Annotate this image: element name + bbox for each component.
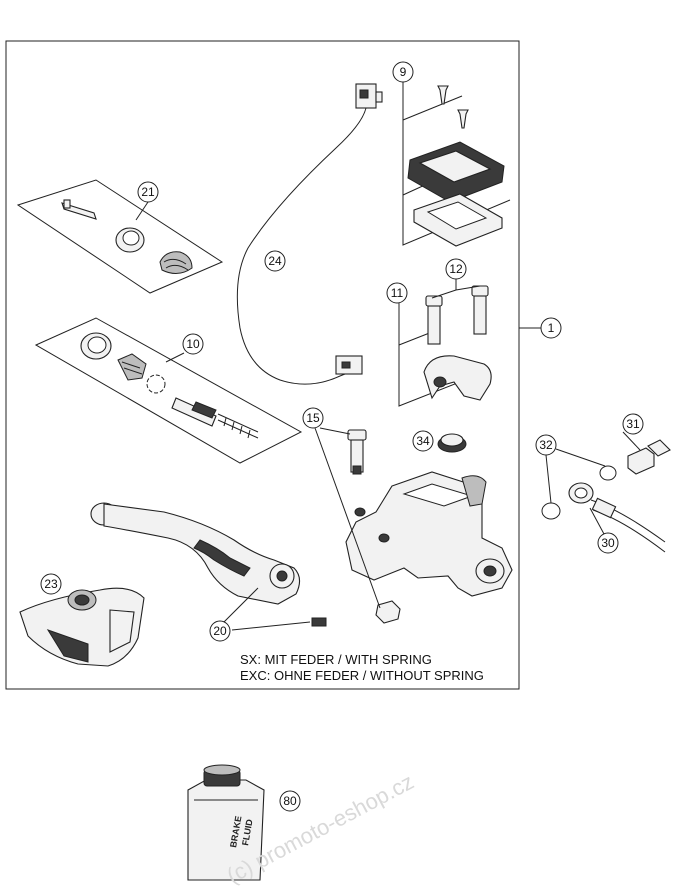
- callout-23-label: 23: [44, 577, 58, 591]
- callout-34: 34: [412, 430, 434, 452]
- nut: [375, 600, 401, 624]
- callout-24-label: 24: [268, 254, 282, 268]
- callout-32-label: 32: [539, 438, 553, 452]
- callout-80-label: 80: [283, 794, 297, 808]
- callout-24: 24: [264, 250, 286, 272]
- note-sx: SX: MIT FEDER / WITH SPRING: [240, 652, 432, 667]
- callout-30: 30: [597, 532, 619, 554]
- brake-fluid-bottle-80: [187, 764, 265, 881]
- bottle-label-line2: FLUID: [240, 818, 255, 846]
- callout-15-label: 15: [306, 411, 320, 425]
- pin-15: [347, 429, 367, 475]
- callout-23: 23: [40, 573, 62, 595]
- callout-21: 21: [137, 181, 159, 203]
- group-11-12-clamp: [398, 285, 492, 407]
- callout-1-label: 1: [548, 321, 555, 335]
- brake-light-switch-24: [236, 83, 383, 385]
- hose-and-fittings: [541, 439, 671, 553]
- callout-30-label: 30: [601, 536, 615, 550]
- callout-10-label: 10: [186, 337, 200, 351]
- callout-15: 15: [302, 407, 324, 429]
- callout-10: 10: [182, 333, 204, 355]
- group-21-kit: [16, 179, 224, 294]
- cap-34: [437, 433, 467, 453]
- note-exc: EXC: OHNE FEDER / WITHOUT SPRING: [240, 668, 484, 683]
- hand-guard-23: [19, 587, 145, 667]
- callout-11-label: 11: [391, 286, 404, 300]
- brake-lever-20: [90, 502, 327, 627]
- callout-20-label: 20: [213, 624, 227, 638]
- callout-9: 9: [392, 61, 414, 83]
- group-10-kit: [34, 317, 303, 464]
- group-9-cover-kit: [402, 85, 511, 247]
- callout-80: 80: [279, 790, 301, 812]
- callout-9-label: 9: [400, 65, 407, 79]
- callout-21-label: 21: [141, 185, 155, 199]
- callout-32: 32: [535, 434, 557, 456]
- leader-lines: [135, 82, 641, 631]
- callout-1: 1: [540, 317, 562, 339]
- master-cylinder: [345, 471, 513, 597]
- callout-34-label: 34: [416, 434, 430, 448]
- callout-31: 31: [622, 413, 644, 435]
- callout-12-label: 12: [449, 262, 463, 276]
- callout-12: 12: [445, 258, 467, 280]
- callout-11: 11: [386, 282, 408, 304]
- assembly-frame: [5, 40, 520, 690]
- callout-31-label: 31: [626, 417, 640, 431]
- callout-20: 20: [209, 620, 231, 642]
